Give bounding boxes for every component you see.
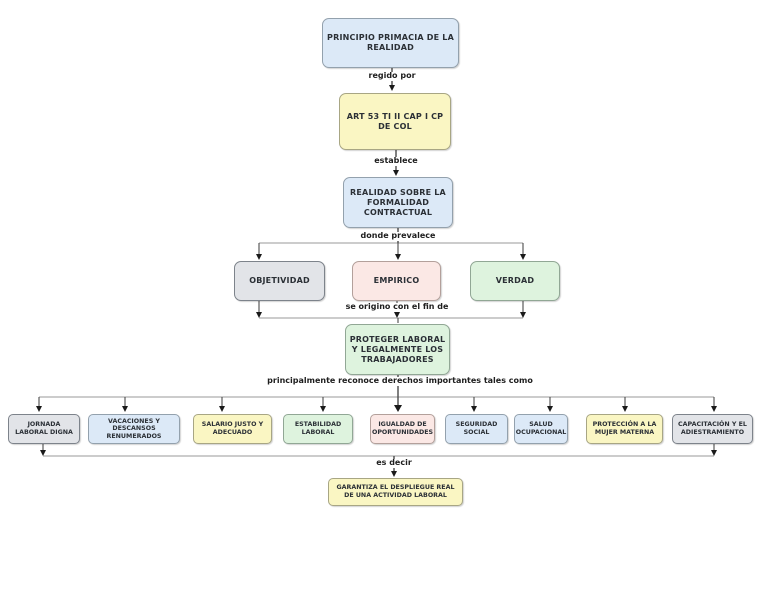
node-salud-ocupacional[interactable]: SALUD OCUPACIONAL bbox=[514, 414, 568, 444]
edge-label-se-origino: se origino con el fin de bbox=[342, 302, 452, 312]
node-salario-justo[interactable]: SALARIO JUSTO Y ADECUADO bbox=[193, 414, 272, 444]
node-art-53[interactable]: ART 53 TI II CAP I CP DE COL bbox=[339, 93, 451, 150]
node-jornada-laboral[interactable]: JORNADA LABORAL DIGNA bbox=[8, 414, 80, 444]
node-estabilidad-laboral[interactable]: ESTABILIDAD LABORAL bbox=[283, 414, 353, 444]
edge-label-principalmente-reconoce: principalmente reconoce derechos importa… bbox=[264, 376, 536, 386]
arrowheads bbox=[36, 85, 717, 477]
edge-label-establece: establece bbox=[371, 156, 421, 166]
edge-label-regido-por: regido por bbox=[365, 71, 419, 81]
node-proteger-trabajadores[interactable]: PROTEGER LABORAL Y LEGALMENTE LOS TRABAJ… bbox=[345, 324, 450, 375]
node-principio-primacia[interactable]: PRINCIPIO PRIMACIA DE LA REALIDAD bbox=[322, 18, 459, 68]
node-objetividad[interactable]: OBJETIVIDAD bbox=[234, 261, 325, 301]
node-proteccion-mujer-materna[interactable]: PROTECCIÓN A LA MUJER MATERNA bbox=[586, 414, 663, 444]
node-vacaciones-descansos[interactable]: VACACIONES Y DESCANSOS RENUMERADOS bbox=[88, 414, 180, 444]
node-igualdad-oportunidades[interactable]: IGUALDAD DE OPORTUNIDADES bbox=[370, 414, 435, 444]
edge-label-donde-prevalece: donde prevalece bbox=[357, 231, 439, 241]
node-garantiza-despliegue[interactable]: GARANTIZA EL DESPLIEGUE REAL DE UNA ACTI… bbox=[328, 478, 463, 506]
node-seguridad-social[interactable]: SEGURIDAD SOCIAL bbox=[445, 414, 508, 444]
node-verdad[interactable]: VERDAD bbox=[470, 261, 560, 301]
node-realidad-sobre-formalidad[interactable]: REALIDAD SOBRE LA FORMALIDAD CONTRACTUAL bbox=[343, 177, 453, 228]
node-capacitacion-adiestramiento[interactable]: CAPACITACIÓN Y EL ADIESTRAMIENTO bbox=[672, 414, 753, 444]
node-empirico[interactable]: EMPIRICO bbox=[352, 261, 441, 301]
edge-label-es-decir: es decir bbox=[373, 458, 415, 468]
